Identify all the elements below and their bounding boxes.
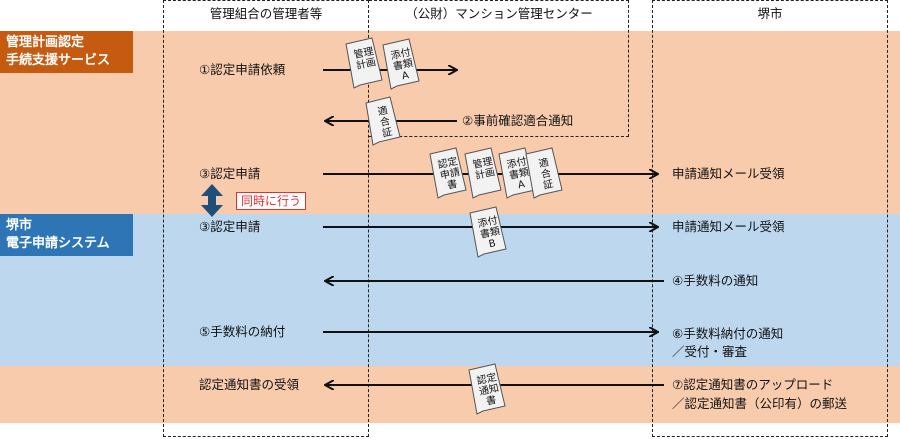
simultaneous-badge: 同時に行う: [236, 192, 307, 210]
doc-shape-d6: [498, 147, 536, 199]
step3a-dest-label: 申請通知メール受領: [672, 166, 785, 181]
system-label-support-service: 管理計画認定 手続支援サービス: [0, 31, 133, 73]
simultaneous-double-arrow: [201, 184, 223, 217]
step6-label-line2: ／受付・審査: [672, 344, 748, 359]
doc-shape-d1: [345, 37, 383, 89]
system-label-electronic-line2: 電子申請システム: [6, 236, 110, 251]
system-label-support-service-line2: 手続支援サービス: [6, 53, 111, 68]
doc-shape-d8: [469, 206, 507, 258]
step7-label-line1: ⑦認定通知書のアップロード: [672, 377, 834, 392]
column-header-association: 管理組合の管理者等: [209, 6, 323, 21]
system-label-support-service-line1: 管理計画認定: [6, 35, 85, 50]
step6-label-line1: ⑥手数料納付の通知: [672, 326, 784, 341]
system-label-electronic-line1: 堺市: [6, 218, 33, 233]
step5-label: ⑤手数料の納付: [199, 324, 286, 339]
column-header-center: （公財）マンション管理センター: [405, 6, 593, 21]
column-sakai-city: [652, 0, 888, 437]
step3a-label: ③認定申請: [199, 166, 261, 181]
band-support-service-bottom: [0, 366, 900, 423]
doc-shape-d7: [525, 147, 563, 199]
doc-shape-d3: [365, 96, 401, 146]
column-header-city: 堺市: [757, 6, 783, 21]
step4-label: ④手数料の通知: [672, 273, 759, 288]
doc-shape-d2: [382, 38, 420, 90]
step7-left-label: 認定通知書の受領: [199, 377, 300, 392]
step3b-dest-label: 申請通知メール受領: [672, 219, 785, 234]
column-management-center: [369, 0, 629, 137]
doc-shape-d4: [429, 147, 467, 199]
step7-label-line2: ／認定通知書（公印有）の郵送: [672, 396, 848, 411]
system-label-electronic: 堺市 電子申請システム: [0, 214, 133, 256]
doc-shape-d5: [464, 147, 502, 199]
step1-label: ①認定申請依頼: [199, 62, 286, 77]
doc-shape-d9: [468, 363, 506, 415]
step2-label: ②事前確認適合通知: [462, 113, 574, 128]
step3b-label: ③認定申請: [199, 219, 261, 234]
column-management-association: [163, 0, 369, 437]
band-electronic-system: [0, 214, 900, 366]
